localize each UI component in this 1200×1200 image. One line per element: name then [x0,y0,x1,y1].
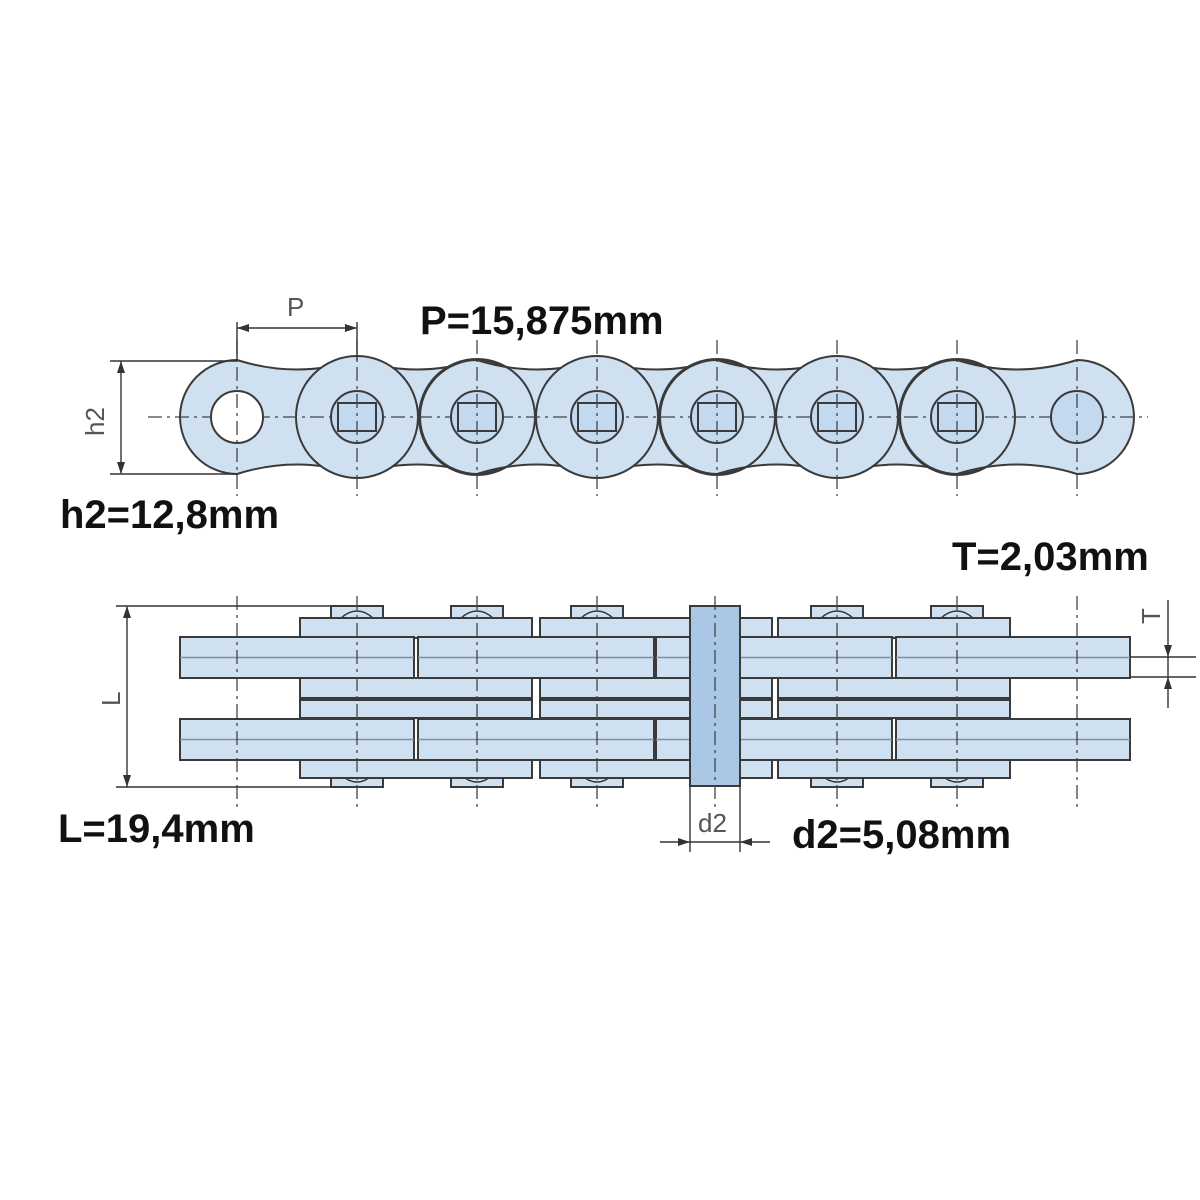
pitch-letter: P [287,292,304,322]
height-dimension: h2 [80,360,237,475]
cap-top-arc-2 [580,610,614,619]
inner-plate-0-0 [299,617,533,639]
cap-top-arc-3 [820,610,854,619]
cap-top-arc-4 [940,610,974,619]
pitch-dimension: P [236,292,358,360]
chain-side-view: P h2 P=15,875mm h2=12,8mm [60,292,1148,537]
top-view-pin-caps [330,605,984,788]
height-value-label: h2=12,8mm [60,493,279,537]
inner-plate-0-2 [299,699,533,719]
thickness-dimension: T [1130,600,1196,708]
pin-diameter-value-label: d2=5,08mm [792,813,1011,857]
side-view-pin-centerlines [236,340,1078,496]
inner-plate-2-3 [777,759,1011,779]
side-view-holes [210,390,1104,444]
top-view-centerlines [236,596,1078,810]
inner-plate-2-2 [777,699,1011,719]
length-dimension: L [96,605,330,788]
cap-top-arc-1 [460,610,494,619]
chain-top-view: L T d2 T=2,03mm L=19,4mm d2=5,08mm [58,535,1196,857]
pin-diameter-letter: d2 [698,808,727,838]
inner-plate-2-0 [777,617,1011,639]
inner-plate-0-3 [299,759,533,779]
inner-plate-0-1 [299,677,533,699]
pitch-value-label: P=15,875mm [420,299,664,343]
pin-diameter-dimension: d2 [660,786,770,852]
length-value-label: L=19,4mm [58,807,255,851]
height-letter: h2 [80,407,110,436]
inner-plate-2-1 [777,677,1011,699]
thickness-letter: T [1136,608,1166,624]
cap-top-arc-0 [340,610,374,619]
thickness-value-label: T=2,03mm [952,535,1149,579]
length-letter: L [96,692,126,706]
